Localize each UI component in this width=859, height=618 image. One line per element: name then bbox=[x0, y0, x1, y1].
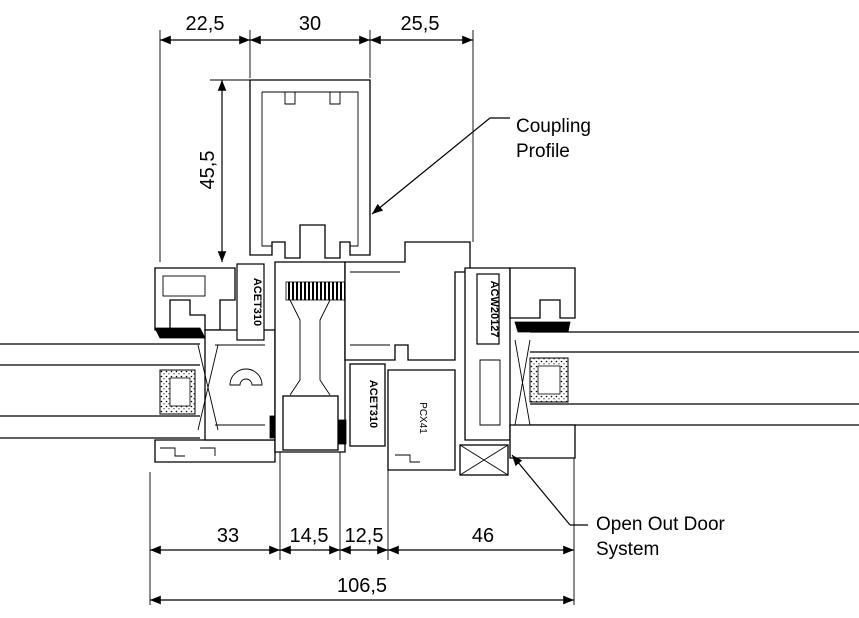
right-gasket-code: ACW20127 bbox=[488, 281, 500, 338]
left-gasket-code: ACET310 bbox=[251, 278, 263, 326]
door-label-line1: Open Out Door bbox=[596, 514, 726, 535]
dim-bottom-3: 12,5 bbox=[345, 525, 384, 547]
dim-total: 106,5 bbox=[337, 575, 387, 597]
dim-bottom-1: 33 bbox=[217, 525, 239, 547]
door-system: ACET310 PCX41 ACW20127 bbox=[344, 241, 576, 476]
door-label-line2: System bbox=[596, 539, 659, 560]
dim-top-left: 22,5 bbox=[186, 13, 225, 35]
bottom-dimensions: 33 14,5 12,5 46 106,5 bbox=[149, 452, 575, 605]
middle-gasket-code: ACET310 bbox=[367, 380, 379, 428]
dim-bottom-2: 14,5 bbox=[290, 525, 329, 547]
height-dimension: 45,5 bbox=[197, 79, 250, 262]
coupling-callout[interactable]: Coupling Profile bbox=[371, 116, 591, 215]
left-gasket-block bbox=[236, 263, 265, 341]
dim-top-right: 25,5 bbox=[401, 13, 440, 35]
dim-height: 45,5 bbox=[197, 151, 219, 190]
left-frame: ACET310 bbox=[154, 263, 279, 463]
dim-bottom-4: 46 bbox=[472, 525, 494, 547]
right-gasket-block bbox=[476, 273, 500, 345]
door-profile-code: PCX41 bbox=[417, 402, 428, 434]
dim-top-mid: 30 bbox=[299, 13, 321, 35]
left-glazing bbox=[0, 343, 200, 439]
right-glazing bbox=[529, 331, 859, 426]
coupling-label-line2: Profile bbox=[516, 141, 570, 162]
coupling-profile bbox=[249, 79, 371, 259]
coupling-label-line1: Coupling bbox=[516, 116, 591, 137]
top-dimensions: 22,5 30 25,5 bbox=[159, 13, 474, 262]
door-callout[interactable]: Open Out Door System bbox=[511, 454, 726, 560]
